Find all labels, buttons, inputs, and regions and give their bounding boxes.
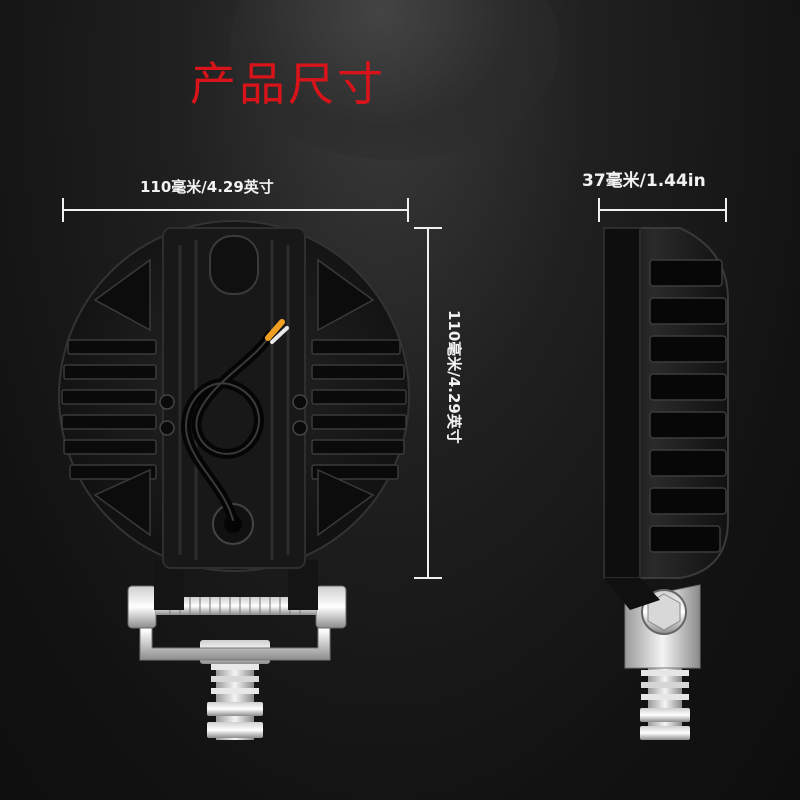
width-dimension-line bbox=[62, 198, 409, 222]
depth-dimension-line bbox=[598, 198, 727, 222]
lamp-side-view bbox=[603, 227, 729, 740]
side-mounting-bolt bbox=[640, 665, 690, 740]
lamp-back-view bbox=[58, 220, 410, 740]
depth-dimension-label: 37毫米/1.44in bbox=[582, 171, 706, 191]
page-title: 产品尺寸 bbox=[190, 57, 386, 111]
width-dimension-label: 110毫米/4.29英寸 bbox=[140, 178, 274, 196]
wire-tip-yellow bbox=[265, 319, 285, 341]
height-dimension-line bbox=[414, 227, 442, 579]
mounting-bracket bbox=[127, 560, 347, 661]
wire-tip-white bbox=[270, 326, 289, 344]
